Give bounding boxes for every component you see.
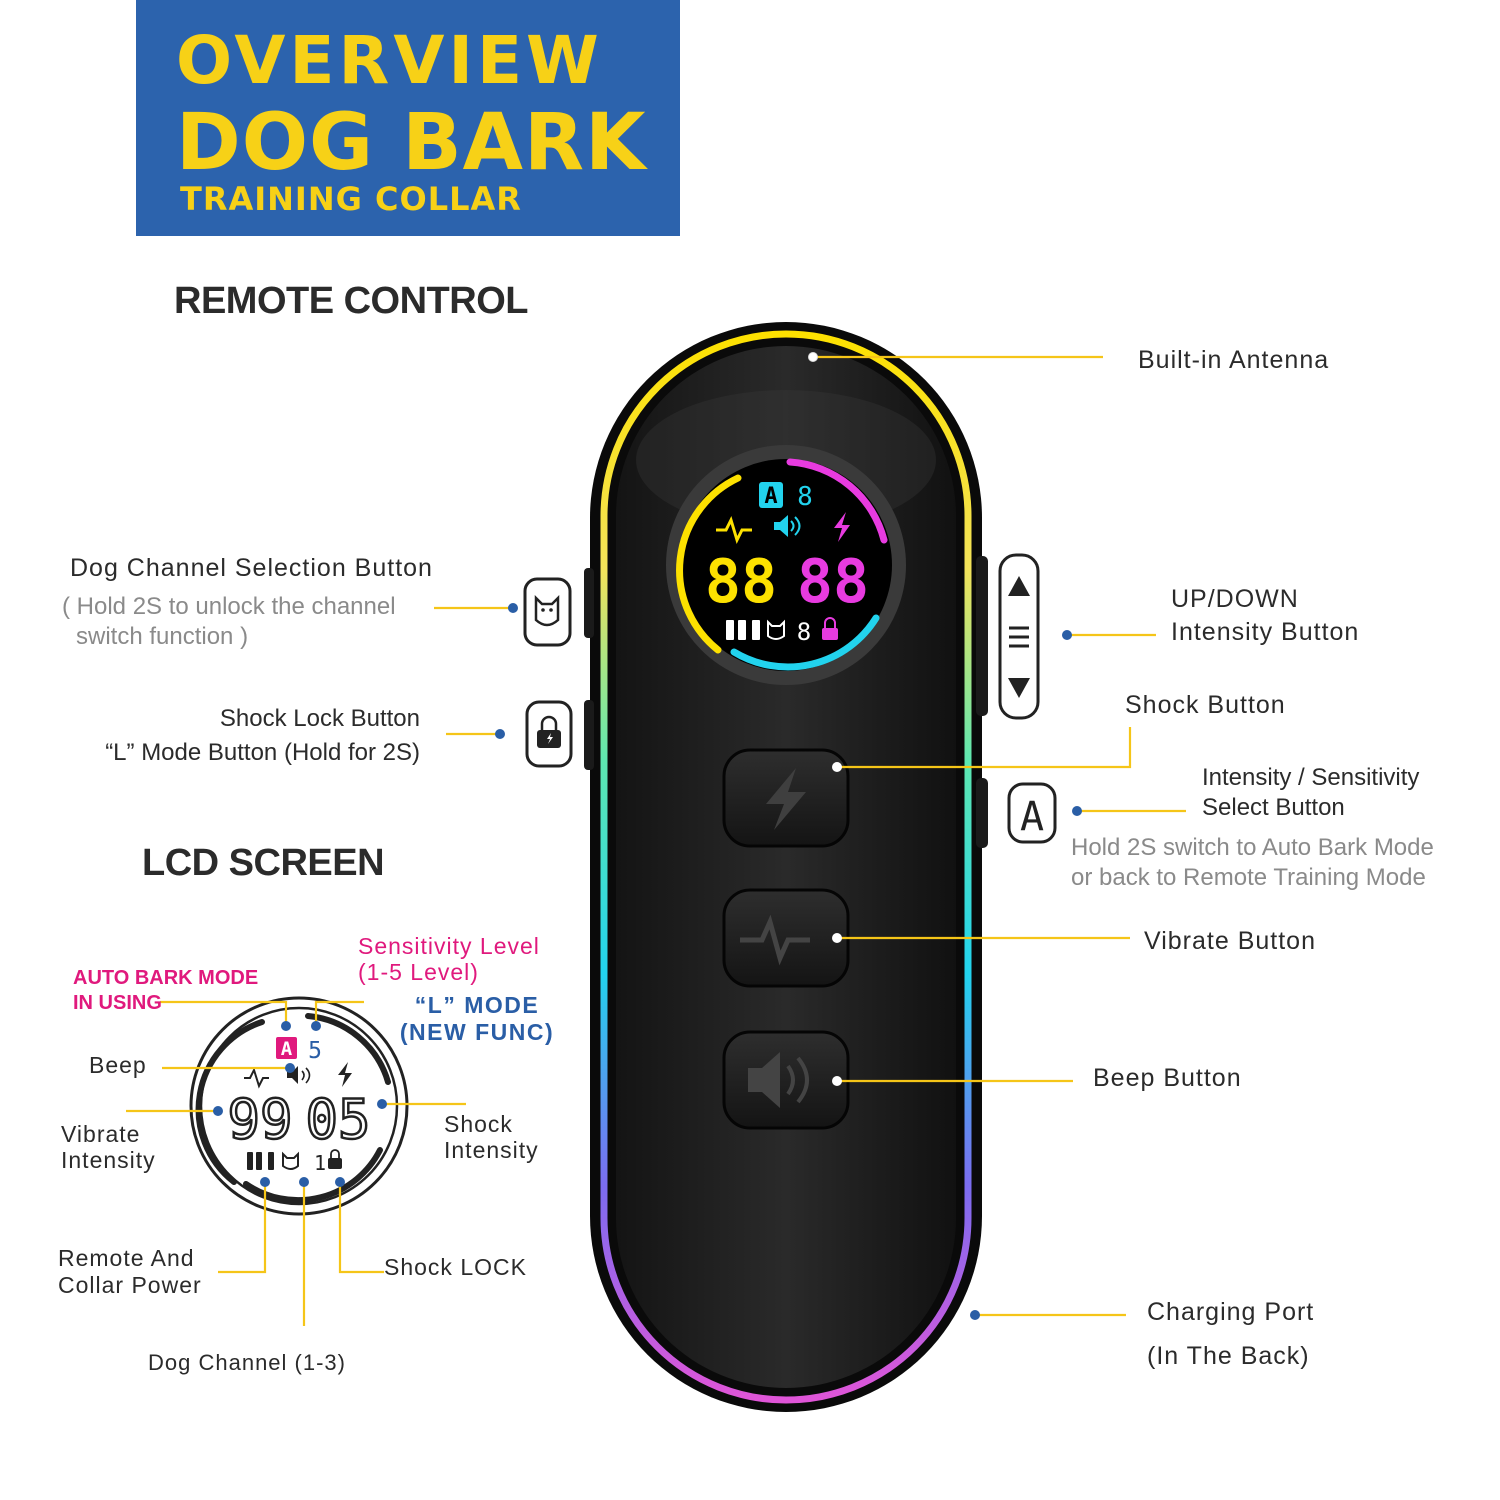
vibrate-icon [740, 914, 810, 966]
updown-side-key[interactable] [976, 556, 988, 716]
dog-face-icon [534, 594, 560, 627]
banner-line-3: TRAINING COLLAR [180, 180, 522, 218]
device-vibrate-icon [716, 515, 752, 545]
shock-intensity-label-1: Shock [444, 1111, 513, 1137]
channel-note-2: switch function ) [76, 623, 249, 650]
channel-side-key[interactable] [584, 568, 594, 638]
select-note-2: or back to Remote Training Mode [1071, 864, 1426, 891]
up-arrow-icon [1008, 576, 1030, 596]
lock-side-key[interactable] [584, 700, 594, 770]
lcd-level-digit: 5 [308, 1038, 322, 1064]
lcd-lock-icon [328, 1158, 342, 1169]
shock-button-label: Shock Button [1125, 691, 1286, 719]
lcd-shock-icon [338, 1062, 352, 1087]
lcd-vibrate-digits: 99 [227, 1088, 292, 1151]
select-icon-button[interactable]: A [1007, 782, 1057, 844]
remote-leader-lines [434, 355, 1186, 1317]
beep-label: Beep [89, 1052, 147, 1078]
lcd-channel-digit: 1 [314, 1151, 326, 1175]
updown-label-2: Intensity Button [1171, 618, 1360, 646]
speaker-icon [748, 1052, 780, 1108]
select-side-key[interactable] [976, 778, 988, 848]
lcd-shock-digits: 05 [305, 1088, 370, 1151]
vibrate-intensity-label-1: Vibrate [61, 1121, 141, 1147]
device-lock-icon [822, 628, 838, 640]
select-letter-icon: A [1020, 794, 1044, 840]
beep-button[interactable] [722, 1030, 850, 1130]
shock-icon [766, 768, 806, 830]
sensitivity-label-1: Sensitivity Level [358, 933, 540, 959]
vibrate-button[interactable] [722, 888, 850, 988]
updown-icon-button[interactable] [998, 553, 1040, 720]
lcd-diagram: A 5 99 05 1 [189, 996, 409, 1216]
remote-control-heading: REMOTE CONTROL [174, 280, 528, 322]
device-channel-digit: 8 [797, 618, 811, 646]
vibrate-intensity-label-2: Intensity [61, 1147, 156, 1173]
charging-port-label-1: Charging Port [1147, 1298, 1315, 1326]
shock-lock-lcd-label: Shock LOCK [384, 1254, 527, 1280]
select-label-2: Select Button [1202, 794, 1345, 821]
banner-line-1: OVERVIEW [176, 22, 603, 99]
lcd-battery-icons [247, 1152, 274, 1170]
channel-select-icon-button[interactable] [523, 577, 572, 647]
antenna-label: Built-in Antenna [1138, 346, 1330, 374]
auto-bark-label-1: AUTO BARK MODE [73, 967, 259, 989]
channel-note-1: ( Hold 2S to unlock the channel [62, 593, 396, 620]
device-lcd: A 8 88 88 8 [666, 445, 906, 685]
updown-label-1: UP/DOWN [1171, 585, 1299, 613]
dog-channel-label: Dog Channel (1-3) [148, 1350, 346, 1375]
lcd-beep-icon [287, 1066, 298, 1084]
shock-lock-label-2: “L” Mode Button (Hold for 2S) [105, 739, 420, 766]
sensitivity-label-2: (1-5 Level) [358, 959, 479, 985]
beep-button-label: Beep Button [1093, 1064, 1242, 1092]
lcd-auto-badge [276, 1037, 297, 1059]
select-note-1: Hold 2S switch to Auto Bark Mode [1071, 834, 1434, 861]
auto-bark-label-2: IN USING [73, 992, 162, 1014]
shock-lock-icon-button[interactable] [525, 700, 573, 768]
l-mode-label-1: “L” MODE [414, 992, 540, 1018]
down-arrow-icon [1008, 678, 1030, 698]
lcd-marker-dots [213, 1021, 387, 1187]
charging-port-label-2: (In The Back) [1147, 1342, 1310, 1370]
banner-line-2: DOG BARK [176, 98, 647, 188]
device-beep-icon [774, 515, 788, 537]
menu-lines-icon [1009, 626, 1029, 648]
lcd-mode-letter: A [281, 1038, 293, 1060]
l-mode-label-2: (NEW FUNC) [399, 1019, 555, 1045]
lcd-leader-lines [126, 1000, 466, 1326]
shock-lock-label-1: Shock Lock Button [219, 705, 420, 732]
power-label-1: Remote And [58, 1245, 195, 1271]
title-banner: OVERVIEW DOG BARK TRAINING COLLAR [136, 0, 680, 236]
device-vibrate-digits: 88 [705, 547, 777, 617]
channel-button-label: Dog Channel Selection Button [70, 554, 433, 582]
vibrate-button-label: Vibrate Button [1144, 927, 1316, 955]
lcd-screen-heading: LCD SCREEN [142, 842, 385, 884]
device-level-digit: 8 [797, 482, 813, 512]
device-shock-digits: 88 [797, 547, 869, 617]
power-label-2: Collar Power [58, 1272, 202, 1298]
select-label-1: Intensity / Sensitivity [1202, 764, 1420, 791]
device-mode-letter: A [764, 484, 777, 509]
device-dog-icon [767, 619, 785, 640]
device-shock-icon [834, 512, 850, 542]
remote-marker-dots [495, 352, 1082, 1320]
lcd-dog-icon [282, 1151, 299, 1170]
lcd-vibrate-icon [244, 1067, 269, 1089]
device-battery-icons [726, 620, 760, 640]
shock-button[interactable] [722, 748, 850, 848]
device-mode-badge [759, 482, 783, 508]
shock-intensity-label-2: Intensity [444, 1137, 539, 1163]
